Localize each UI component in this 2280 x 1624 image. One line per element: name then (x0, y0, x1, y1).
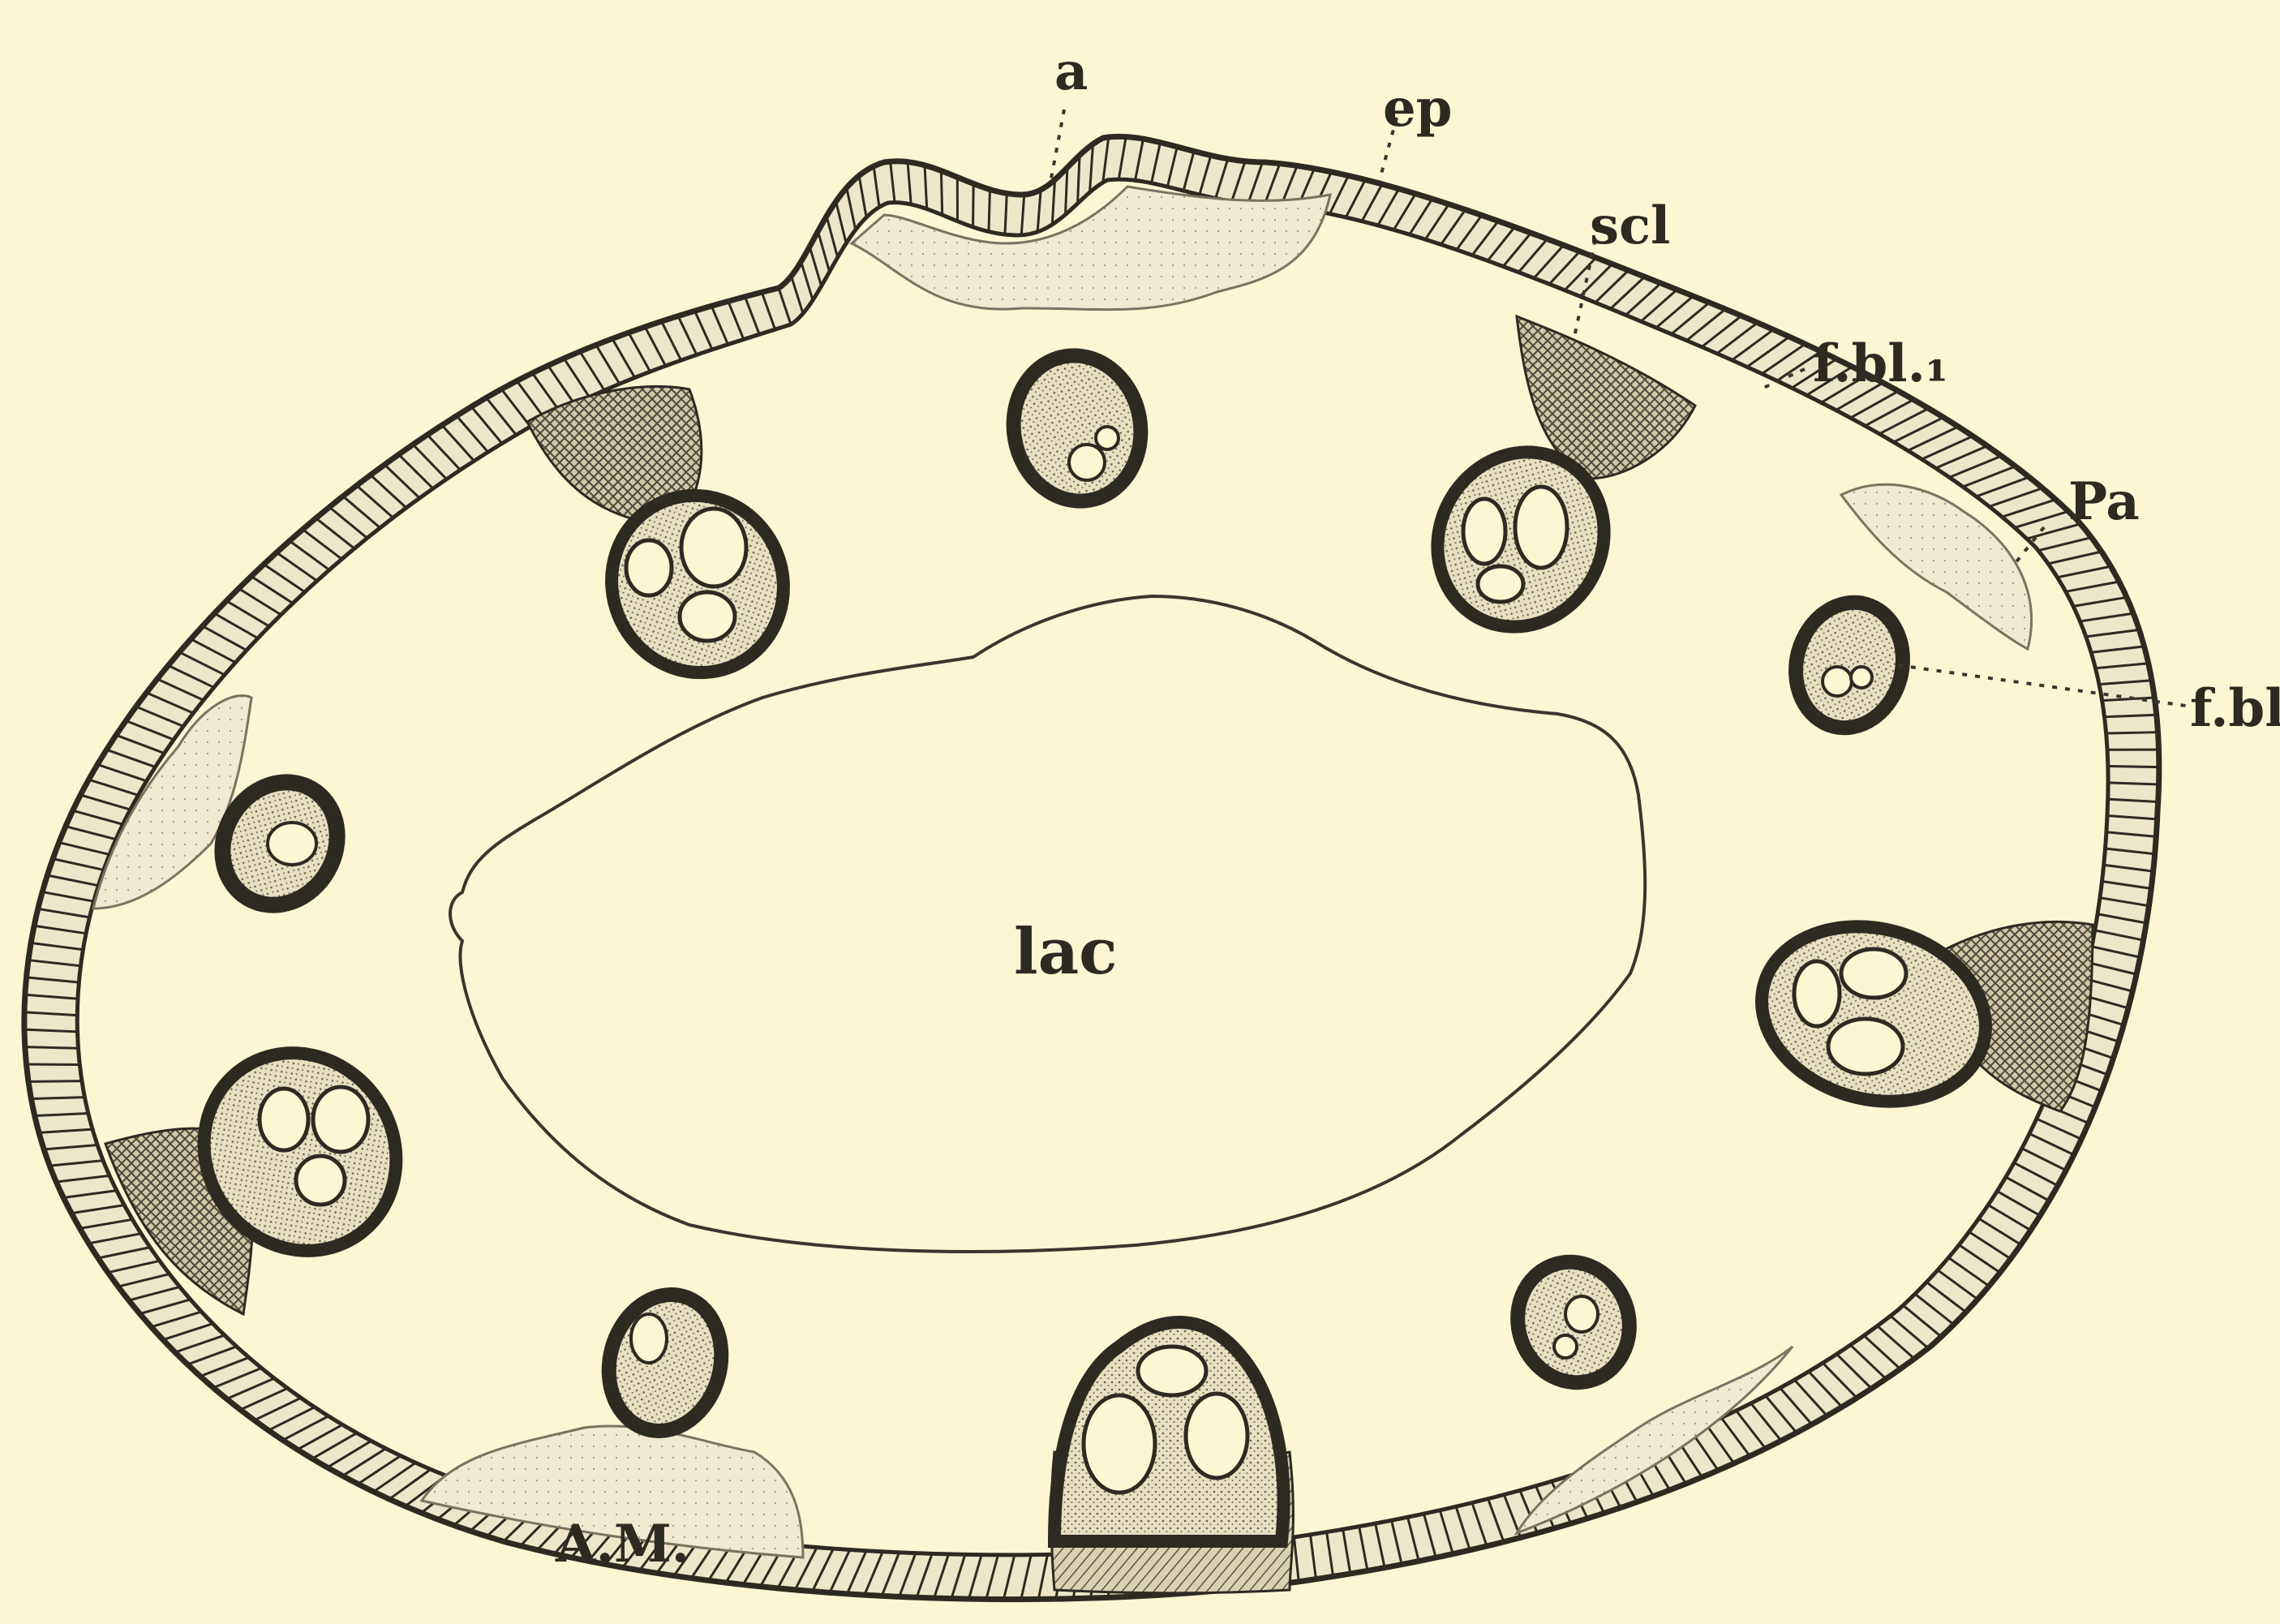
label-pa: Pa (2068, 471, 2140, 532)
label-am: A.M. (555, 1514, 689, 1575)
label-a: a (1054, 41, 1088, 102)
epidermis-cell-wall (28, 1081, 82, 1082)
xylem-vessel (296, 1156, 345, 1205)
epidermis-cell-wall (25, 1047, 79, 1049)
label-fbl2: f.bl₂ (2190, 678, 2280, 739)
xylem-vessel (260, 1089, 308, 1150)
xylem-vessel (1841, 949, 1906, 998)
epidermis-cell-wall (31, 1098, 84, 1099)
xylem-vessel (1828, 1019, 1903, 1074)
xylem-vessel (1463, 499, 1505, 564)
epidermis-cell-wall (989, 190, 990, 232)
label-fbl1: f.bl.₁ (1813, 333, 1948, 394)
xylem-vessel (1478, 566, 1523, 602)
xylem-vessel (313, 1087, 368, 1152)
xylem-vessel (1084, 1395, 1155, 1493)
xylem-vessel (1515, 487, 1567, 568)
label-lac: lac (1014, 915, 1118, 989)
xylem-vessel (680, 592, 735, 641)
label-scl: scl (1590, 195, 1670, 256)
epidermis-cell-wall (941, 170, 942, 214)
label-ep: ep (1383, 78, 1452, 139)
xylem-vessel (1138, 1347, 1206, 1395)
xylem-vessel (1186, 1394, 1247, 1478)
xylem-vessel (681, 509, 746, 586)
xylem-vessel (1794, 961, 1840, 1026)
xylem-vessel (626, 540, 672, 595)
